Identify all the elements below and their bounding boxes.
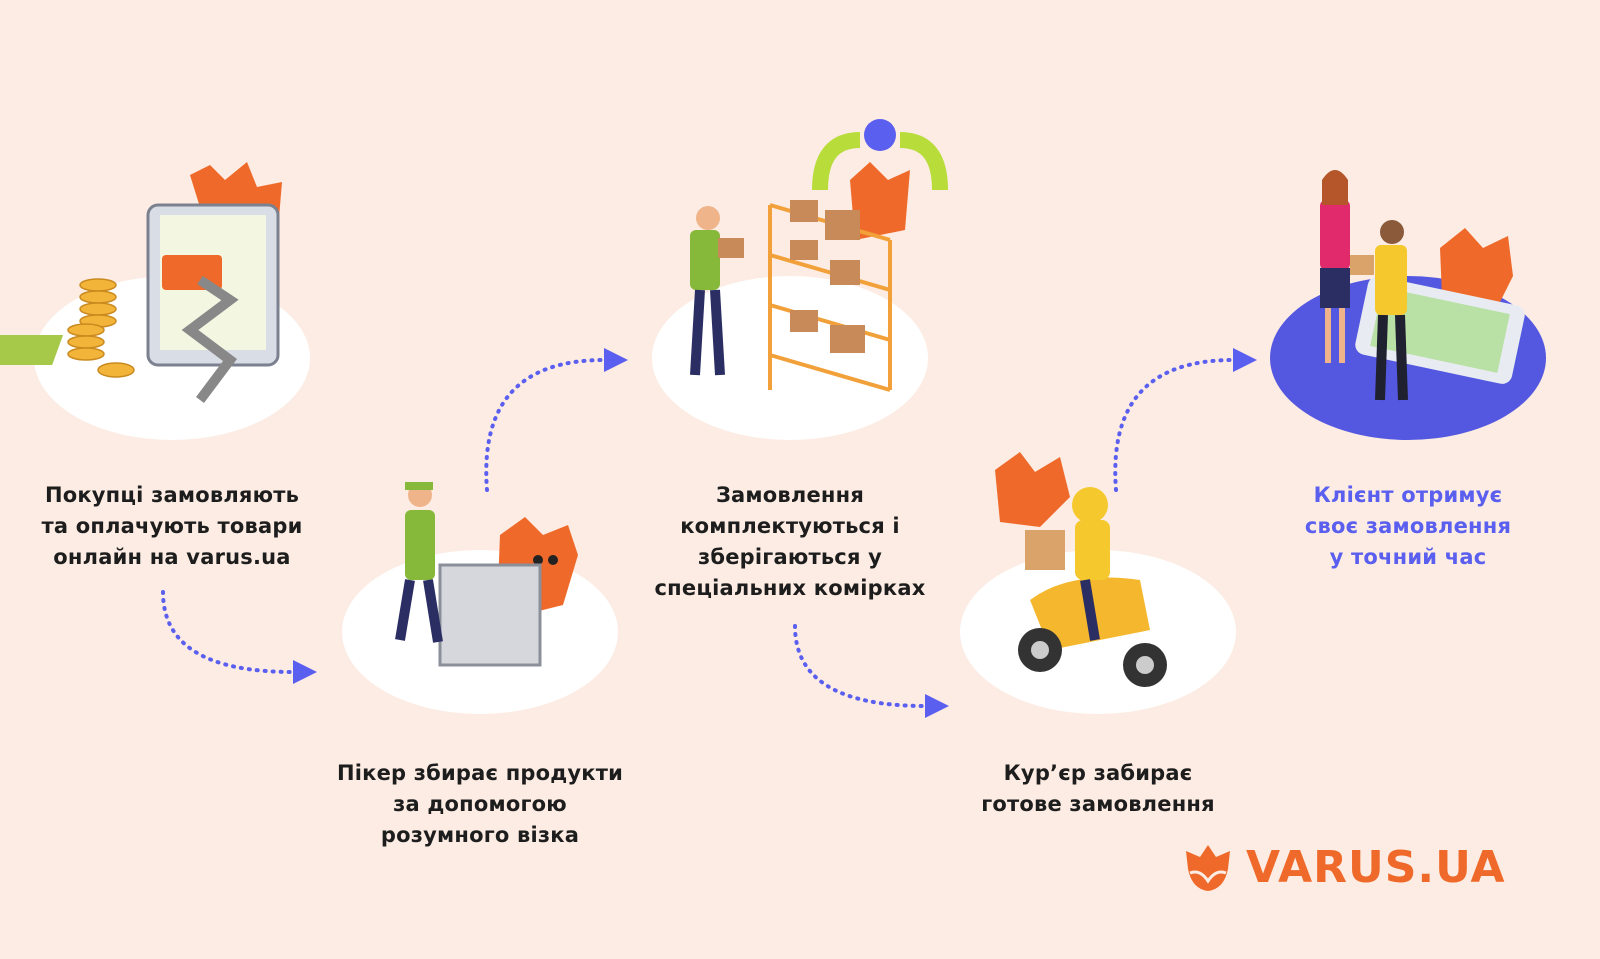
varus-flower-icon — [1186, 844, 1230, 891]
caption-line: Кур’єр забирає — [1003, 761, 1193, 785]
smart-cart-icon — [342, 482, 618, 714]
caption-line: комплектуються і — [680, 514, 900, 538]
caption-line: своє замовлення — [1304, 514, 1512, 538]
arrow-heads — [293, 348, 1257, 718]
arrow-3-to-4 — [793, 624, 927, 708]
caption-line: у точний час — [1329, 545, 1487, 569]
caption-line: та оплачують товари — [41, 514, 303, 538]
logo-text: VARUS.UA — [1246, 842, 1506, 893]
caption-line: Покупці замовляють — [44, 483, 300, 507]
warehouse-shelf-icon — [652, 119, 948, 440]
flow-arrows — [161, 358, 1235, 708]
caption-line: зберігаються у — [697, 545, 883, 569]
arrow-2-to-3 — [484, 358, 606, 492]
varus-logo: VARUS.UA — [1182, 842, 1506, 893]
caption-line: Замовлення — [715, 483, 865, 507]
caption-line: Клієнт отримує — [1313, 483, 1503, 507]
step-1-caption: Покупці замовляють та оплачують товари о… — [2, 480, 342, 573]
step-5-caption: Клієнт отримує своє замовлення у точний … — [1238, 480, 1578, 573]
caption-line: онлайн на varus.ua — [53, 545, 291, 569]
step-2-caption: Пікер збирає продукти за допомогою розум… — [310, 758, 650, 851]
caption-line: розумного візка — [380, 823, 580, 847]
delivery-handover-icon — [1270, 170, 1546, 440]
computer-shopping-icon — [0, 162, 310, 440]
arrow-4-to-5 — [1113, 358, 1235, 492]
caption-line: Пікер збирає продукти — [336, 761, 624, 785]
step-4-caption: Кур’єр забирає готове замовлення — [928, 758, 1268, 820]
courier-scooter-icon — [960, 452, 1236, 714]
caption-line: готове замовлення — [981, 792, 1215, 816]
step-3-caption: Замовлення комплектуються і зберігаються… — [620, 480, 960, 604]
arrow-1-to-2 — [161, 590, 295, 674]
caption-line: за допомогою — [393, 792, 567, 816]
caption-line: спеціальних комірках — [654, 576, 926, 600]
